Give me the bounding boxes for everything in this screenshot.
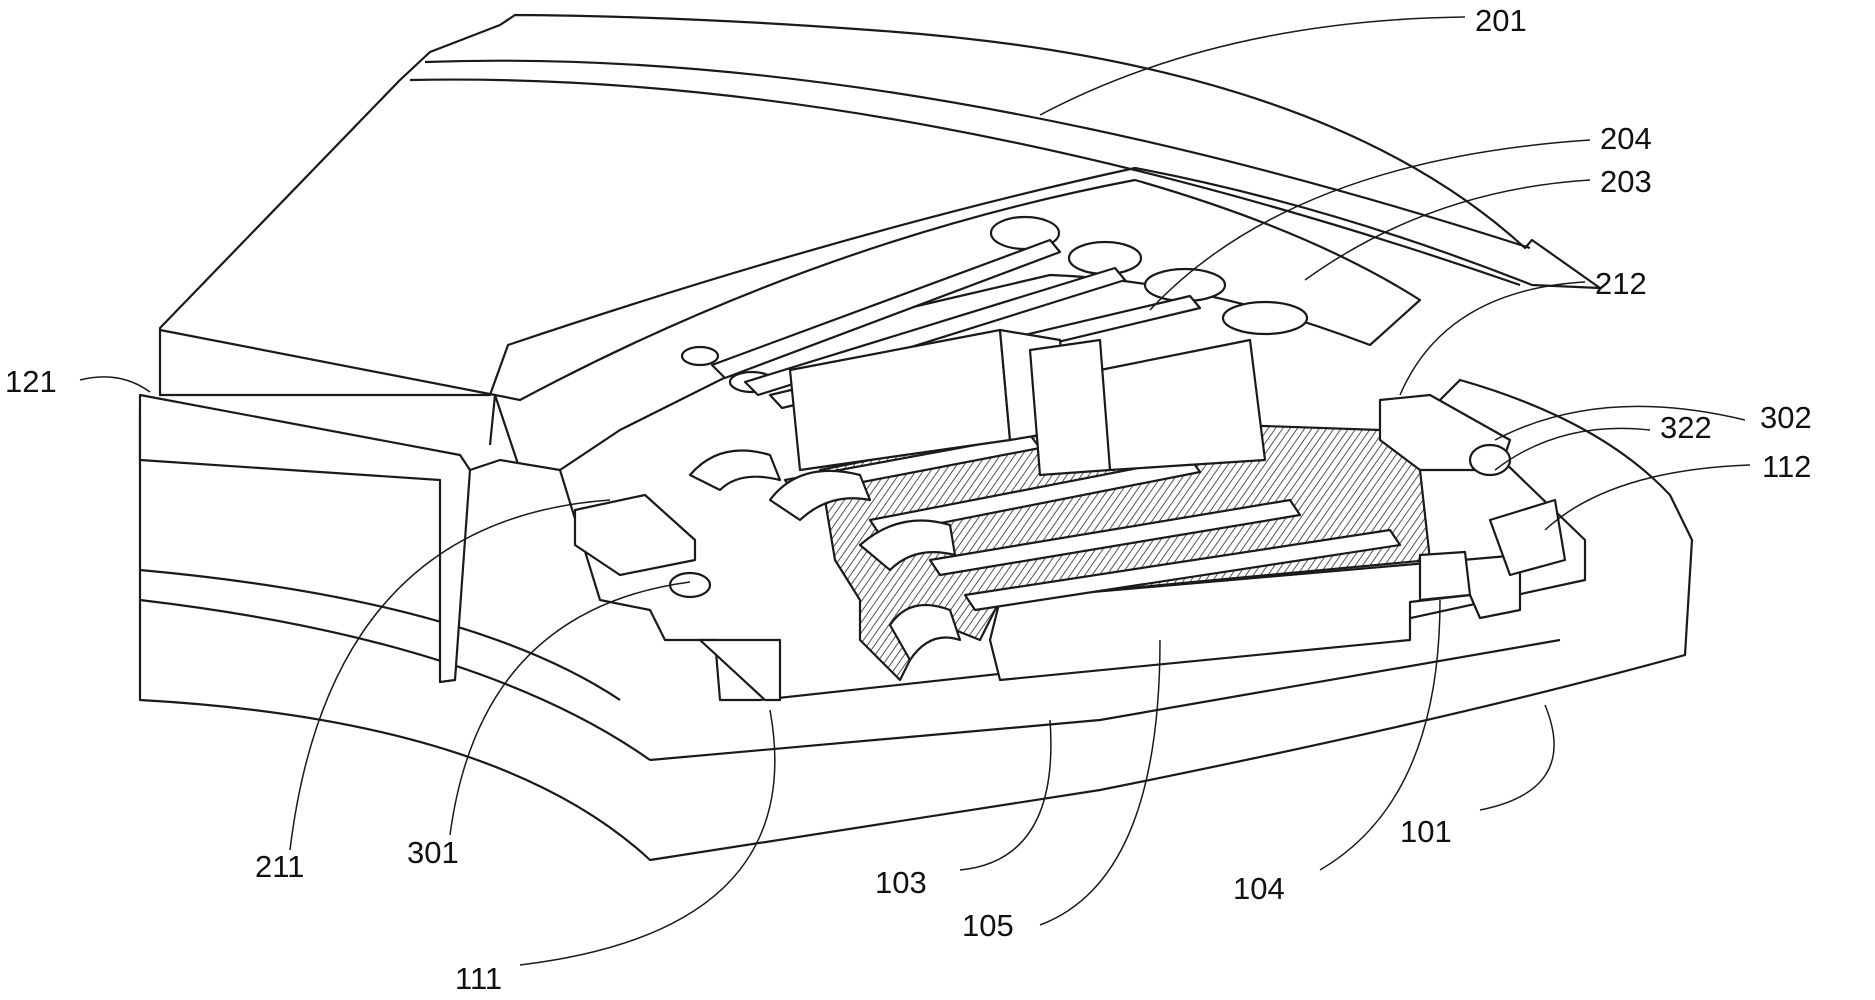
- ref-label-302: 302: [1760, 402, 1812, 433]
- pole-block: [1030, 340, 1110, 475]
- ref-label-212: 212: [1595, 268, 1647, 299]
- leader-212: [1400, 282, 1585, 395]
- ref-label-104: 104: [1233, 873, 1285, 904]
- ref-label-322: 322: [1660, 412, 1712, 443]
- leader-121: [80, 377, 150, 392]
- pole-block: [1100, 340, 1265, 470]
- ref-label-201: 201: [1475, 5, 1527, 36]
- hole: [682, 347, 718, 365]
- ref-label-301: 301: [407, 837, 459, 868]
- block-211: [575, 495, 695, 575]
- ref-label-121: 121: [5, 366, 57, 397]
- leader-101: [1480, 705, 1554, 810]
- upper-ring-201: [160, 15, 1600, 395]
- ref-label-111: 111: [455, 963, 502, 994]
- groove-104: [1420, 552, 1470, 600]
- hole: [1223, 302, 1307, 334]
- ref-label-101: 101: [1400, 816, 1452, 847]
- ref-label-211: 211: [255, 851, 304, 882]
- ref-label-105: 105: [962, 910, 1014, 941]
- ref-label-112: 112: [1762, 451, 1811, 482]
- coil-loop: [690, 451, 780, 491]
- ref-label-103: 103: [875, 867, 927, 898]
- ball-301: [670, 573, 710, 597]
- ball-302: [1470, 445, 1510, 475]
- hole: [1069, 242, 1141, 274]
- ref-label-204: 204: [1600, 123, 1652, 154]
- ref-label-203: 203: [1600, 166, 1652, 197]
